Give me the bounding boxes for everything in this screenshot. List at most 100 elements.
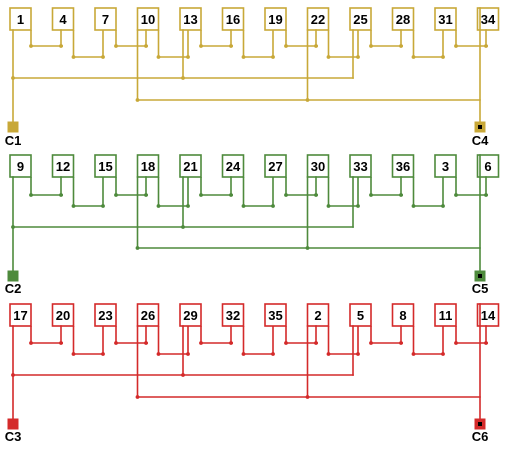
slot-box-36	[391, 154, 415, 178]
junction-dot	[199, 193, 203, 197]
slot-box-15	[94, 154, 117, 178]
slot-box-30	[306, 154, 330, 178]
slot-label-1: 1	[17, 12, 24, 27]
group-connector	[72, 326, 104, 355]
slot-label-31: 31	[438, 12, 452, 27]
junction-dot	[156, 352, 161, 356]
slot-label-32: 32	[226, 308, 240, 323]
junction-dot	[411, 204, 416, 208]
junction-dot	[441, 352, 445, 356]
pair-connector	[30, 326, 63, 344]
slot-label-27: 27	[268, 159, 282, 174]
slot-box-33	[349, 154, 372, 178]
slot-box-20	[51, 303, 75, 327]
junction-dot	[271, 55, 275, 59]
junction-dot	[114, 193, 118, 197]
slot-box-16	[221, 7, 245, 31]
junction-dot	[144, 193, 148, 197]
slot-box-23	[94, 303, 117, 327]
junction-dot	[71, 352, 76, 356]
junction-dot	[135, 98, 140, 102]
slot-label-22: 22	[311, 12, 325, 27]
slot-box-14	[476, 303, 500, 327]
junction-dot	[314, 44, 318, 48]
slot-label-16: 16	[226, 12, 240, 27]
pair-connector	[455, 326, 488, 344]
junction-dot	[326, 352, 331, 356]
slot-box-24	[221, 154, 245, 178]
junction-dot	[135, 246, 140, 250]
junction-dot	[369, 341, 373, 345]
junction-dot	[271, 204, 275, 208]
junction-dot	[199, 44, 203, 48]
terminal-right-dot	[478, 274, 482, 278]
junction-dot	[454, 44, 458, 48]
junction-dot	[454, 341, 458, 345]
junction-dot	[399, 193, 403, 197]
junction-dot	[186, 204, 190, 208]
slot-box-3	[434, 154, 457, 178]
terminal-right-label: C6	[472, 429, 489, 444]
slot-label-10: 10	[141, 12, 155, 27]
slot-label-23: 23	[98, 308, 112, 323]
slot-label-17: 17	[13, 308, 27, 323]
slot-box-29	[179, 303, 202, 327]
junction-dot	[284, 341, 288, 345]
slot-box-34	[476, 7, 500, 31]
group-connector	[242, 177, 274, 207]
group-connector	[412, 30, 444, 58]
junction-dot	[369, 44, 373, 48]
junction-dot	[59, 341, 63, 345]
slot-box-8	[391, 303, 415, 327]
junction-dot	[156, 55, 161, 59]
slot-label-25: 25	[353, 12, 367, 27]
slot-box-27	[264, 154, 287, 178]
pair-connector	[115, 326, 148, 344]
junction-dot	[284, 44, 288, 48]
slot-label-9: 9	[17, 159, 24, 174]
slot-box-19	[264, 7, 287, 31]
pair-connector	[285, 177, 318, 196]
pair-connector	[285, 326, 318, 344]
terminal-left-label: C2	[5, 281, 22, 296]
junction-dot	[484, 44, 488, 48]
junction-dot	[186, 55, 190, 59]
junction-dot	[399, 44, 403, 48]
junction-dot	[181, 373, 185, 377]
junction-dot	[114, 341, 118, 345]
pair-connector	[285, 30, 318, 47]
junction-dot	[305, 246, 310, 250]
junction-dot	[71, 204, 76, 208]
pair-connector	[115, 30, 148, 47]
junction-dot	[441, 204, 445, 208]
junction-dot	[326, 55, 331, 59]
pair-connector	[370, 326, 403, 344]
pair-connector	[200, 177, 233, 196]
junction-dot	[181, 76, 185, 80]
junction-dot	[271, 352, 275, 356]
junction-dot	[484, 341, 488, 345]
pair-connector	[200, 30, 233, 47]
junction-dot	[199, 341, 203, 345]
slot-label-2: 2	[314, 308, 321, 323]
junction-dot	[229, 44, 233, 48]
terminal-right-dot	[478, 125, 482, 129]
junction-dot	[144, 44, 148, 48]
slot-label-20: 20	[56, 308, 70, 323]
junction-dot	[156, 204, 161, 208]
slot-box-21	[179, 154, 202, 178]
junction-dot	[186, 352, 190, 356]
slot-box-26	[136, 303, 160, 327]
junction-dot	[135, 395, 140, 399]
slot-box-12	[51, 154, 75, 178]
slot-label-29: 29	[183, 308, 197, 323]
group-connector	[72, 177, 104, 207]
pair-connector	[455, 30, 488, 47]
junction-dot	[356, 352, 360, 356]
slot-box-13	[179, 7, 202, 31]
slot-label-6: 6	[484, 159, 491, 174]
junction-dot	[441, 55, 445, 59]
pair-connector	[30, 30, 63, 47]
